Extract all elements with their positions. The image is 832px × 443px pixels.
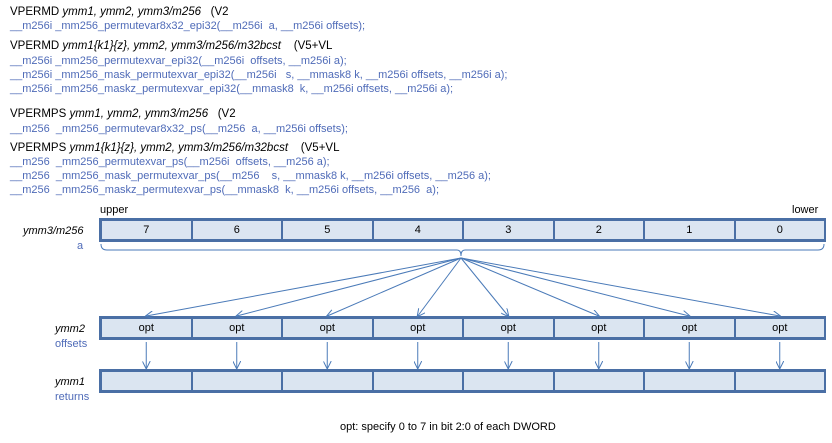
- index-cell: opt: [553, 318, 644, 338]
- source-bracket: [100, 243, 825, 257]
- source-cell: 3: [463, 220, 554, 240]
- source-cell: 7: [101, 220, 192, 240]
- fan-arrow: [327, 257, 462, 316]
- dest-register-row: [99, 369, 826, 393]
- source-register-label: ymm3/m256: [23, 225, 84, 237]
- fan-arrow: [146, 257, 462, 316]
- source-cell: 1: [644, 220, 735, 240]
- source-cell: 4: [372, 220, 463, 240]
- vpermd-header: VPERMD ymm1, ymm2, ymm3/m256 (V2: [10, 6, 229, 18]
- index-operand-label: offsets: [55, 338, 88, 350]
- dest-register-label: ymm1: [55, 376, 85, 388]
- fan-arrow: [460, 257, 508, 316]
- code-line: __m256i _mm256_mask_permutexvar_epi32(__…: [10, 69, 508, 81]
- dest-cell: [463, 371, 554, 391]
- dest-cell: [553, 371, 644, 391]
- index-cell: opt: [372, 318, 463, 338]
- dest-cell: [101, 371, 192, 391]
- index-register-row: [99, 316, 826, 340]
- dest-cell: [644, 371, 735, 391]
- vpermps-avx512-header: VPERMPS ymm1{k1}{z}, ymm2, ymm3/m256/m32…: [10, 142, 340, 154]
- fan-arrow: [237, 257, 462, 316]
- code-line: __m256 _mm256_mask_permutexvar_ps(__m256…: [10, 170, 491, 182]
- code-line: __m256i _mm256_maskz_permutexvar_epi32(_…: [10, 83, 454, 95]
- dest-operand-label: returns: [55, 391, 90, 403]
- index-register-label: ymm2: [55, 323, 85, 335]
- index-cell: opt: [282, 318, 373, 338]
- index-cell: opt: [644, 318, 735, 338]
- fan-arrow: [460, 257, 780, 316]
- code-line: __m256 _mm256_maskz_permutexvar_ps(__mma…: [10, 184, 439, 196]
- index-cell: opt: [463, 318, 554, 338]
- footnote: opt: specify 0 to 7 in bit 2:0 of each D…: [340, 421, 556, 433]
- dest-cell: [372, 371, 463, 391]
- dest-cell: [191, 371, 282, 391]
- code-line: __m256i _mm256_permutexvar_epi32(__m256i…: [10, 55, 347, 67]
- source-operand-label: a: [77, 240, 84, 252]
- fan-arrow: [418, 257, 462, 316]
- vpermd-avx512-header: VPERMD ymm1{k1}{z}, ymm2, ymm3/m256/m32b…: [10, 40, 333, 52]
- dest-cell: [282, 371, 373, 391]
- code-line: __m256 _mm256_permutexvar_ps(__m256i off…: [10, 156, 330, 168]
- vpermps-header: VPERMPS ymm1, ymm2, ymm3/m256 (V2: [10, 108, 236, 120]
- upper-label: upper: [100, 204, 129, 216]
- lower-label: lower: [792, 204, 819, 216]
- fan-arrow: [460, 257, 599, 316]
- source-register-row: [99, 218, 826, 242]
- fan-arrow: [460, 257, 689, 316]
- code-line: __m256i _mm256_permutevar8x32_epi32(__m2…: [10, 20, 366, 32]
- source-cell: 5: [282, 220, 373, 240]
- source-cell: 2: [553, 220, 644, 240]
- source-cell: 6: [191, 220, 282, 240]
- code-line: __m256 _mm256_permutevar8x32_ps(__m256 a…: [10, 123, 348, 135]
